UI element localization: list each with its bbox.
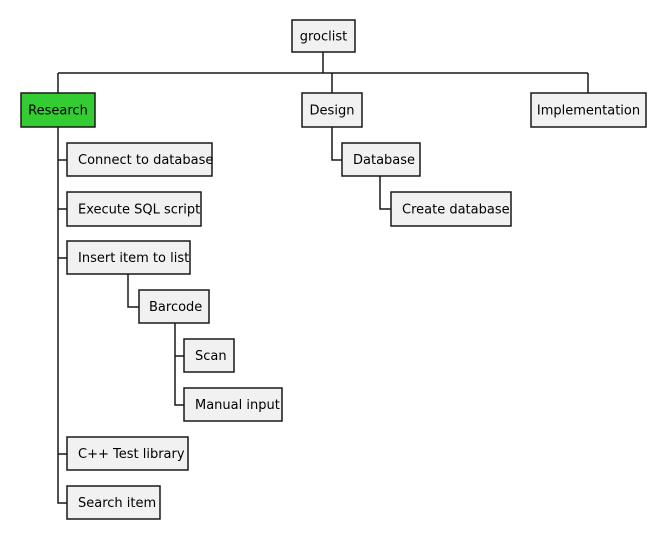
node-connect-to-database-box	[66, 142, 213, 177]
connectors	[57, 52, 589, 504]
node-implementation-box	[530, 92, 647, 128]
edge-barcode-children	[174, 323, 184, 406]
node-cpp-test-library-label: C++ Test library	[78, 447, 185, 462]
node-manual-input-label: Manual input	[195, 398, 280, 413]
node-root-box	[291, 19, 356, 53]
node-root-label: groclist	[300, 30, 348, 45]
node-database-box	[341, 142, 421, 177]
node-search-item: Search item	[66, 485, 161, 520]
node-execute-sql-script-box	[66, 191, 202, 227]
edge-design-database	[331, 127, 342, 161]
node-insert-item-to-list: Insert item to list	[66, 240, 191, 275]
node-database-label: Database	[353, 153, 415, 168]
node-database: Database	[341, 142, 421, 177]
node-barcode-label: Barcode	[149, 300, 202, 315]
node-scan: Scan	[183, 338, 235, 373]
node-barcode: Barcode	[138, 289, 210, 324]
node-barcode-box	[138, 289, 210, 324]
node-root: groclist	[291, 19, 356, 53]
node-search-item-label: Search item	[78, 496, 156, 511]
node-scan-box	[183, 338, 235, 373]
node-implementation-label: Implementation	[537, 104, 640, 119]
node-manual-input-box	[183, 387, 283, 422]
node-design: Design	[301, 92, 363, 128]
edge-insert-barcode	[127, 274, 139, 308]
node-connect-to-database: Connect to database	[66, 142, 213, 177]
node-manual-input: Manual input	[183, 387, 283, 422]
node-connect-to-database-label: Connect to database	[78, 153, 213, 168]
node-create-database-label: Create database	[402, 203, 510, 218]
node-implementation: Implementation	[530, 92, 647, 128]
node-insert-item-to-list-label: Insert item to list	[78, 251, 189, 266]
node-cpp-test-library: C++ Test library	[66, 436, 189, 471]
edge-database-create	[379, 176, 391, 210]
node-design-label: Design	[310, 104, 355, 119]
node-execute-sql-script-label: Execute SQL script	[78, 203, 200, 218]
node-execute-sql-script: Execute SQL script	[66, 191, 202, 227]
node-research-box	[20, 92, 96, 128]
node-insert-item-to-list-box	[66, 240, 191, 275]
node-research-label: Research	[28, 104, 88, 119]
node-cpp-test-library-box	[66, 436, 189, 471]
node-create-database: Create database	[390, 191, 512, 227]
edge-research-spine	[57, 127, 67, 504]
node-scan-label: Scan	[195, 349, 227, 364]
node-design-box	[301, 92, 363, 128]
node-research: Research	[20, 92, 96, 128]
node-search-item-box	[66, 485, 161, 520]
node-create-database-box	[390, 191, 512, 227]
